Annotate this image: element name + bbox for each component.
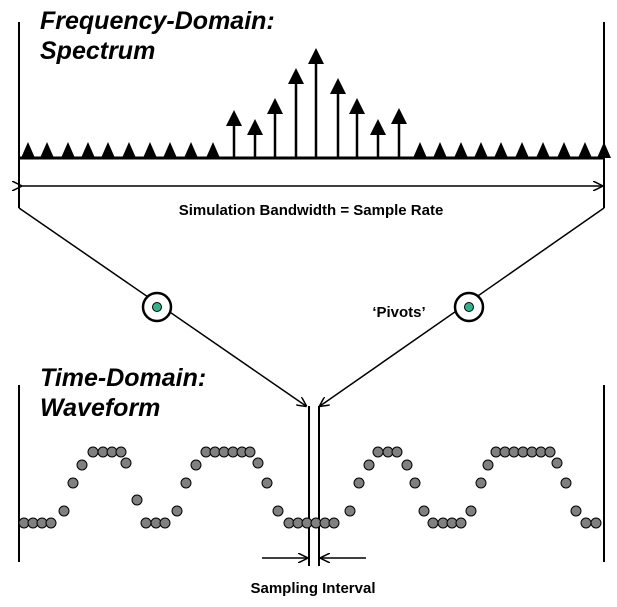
noise-floor-marker <box>433 142 447 158</box>
waveform-sample-point <box>482 459 494 471</box>
noise-floor-marker <box>101 142 115 158</box>
waveform-samples <box>18 446 602 529</box>
waveform-sample-point <box>76 459 88 471</box>
waveform-sample-point <box>344 505 356 517</box>
spectral-line-arrowhead <box>247 119 263 135</box>
waveform-sample-point <box>570 505 582 517</box>
bandwidth-label: Simulation Bandwidth = Sample Rate <box>179 202 444 219</box>
spectral-line-arrowhead <box>391 108 407 124</box>
noise-floor-marker <box>474 142 488 158</box>
waveform-sample-point <box>590 517 602 529</box>
spectral-line-arrowhead <box>288 68 304 84</box>
waveform-sample-point <box>190 459 202 471</box>
waveform-sample-point <box>372 446 384 458</box>
waveform-sample-point <box>120 457 132 469</box>
noise-floor-marker <box>81 142 95 158</box>
waveform-sample-point <box>131 494 143 506</box>
noise-floor-marker <box>578 142 592 158</box>
waveform-sample-point <box>171 505 183 517</box>
waveform-sample-point <box>401 459 413 471</box>
noise-floor-marker <box>143 142 157 158</box>
spectral-line-arrowhead <box>349 98 365 114</box>
waveform-sample-point <box>465 505 477 517</box>
spectrum-noise-floor <box>21 142 611 158</box>
waveform-sample-point <box>244 446 256 458</box>
noise-floor-marker <box>61 142 75 158</box>
noise-floor-marker <box>21 142 35 158</box>
waveform-sample-point <box>363 459 375 471</box>
waveform-sample-point <box>252 457 264 469</box>
frequency-title-line-1: Frequency-Domain: <box>40 7 275 35</box>
waveform-sample-point <box>353 477 365 489</box>
waveform-sample-point <box>115 446 127 458</box>
waveform-sample-point <box>391 446 403 458</box>
waveform-sample-point <box>418 505 430 517</box>
waveform-sample-point <box>272 505 284 517</box>
waveform-sample-point <box>544 446 556 458</box>
waveform-sample-point <box>328 517 340 529</box>
noise-floor-marker <box>40 142 54 158</box>
waveform-sample-point <box>140 517 152 529</box>
waveform-sample-point <box>475 477 487 489</box>
spectral-line-arrowhead <box>370 119 386 135</box>
noise-floor-marker <box>184 142 198 158</box>
spectral-line-arrowhead <box>330 78 346 94</box>
noise-floor-marker <box>454 142 468 158</box>
noise-floor-marker <box>494 142 508 158</box>
noise-floor-marker <box>536 142 550 158</box>
noise-floor-marker <box>597 142 611 158</box>
noise-floor-marker <box>206 142 220 158</box>
waveform-sample-point <box>67 477 79 489</box>
spectral-line-arrowhead <box>226 110 242 126</box>
waveform-sample-point <box>58 505 70 517</box>
left-pivot <box>141 291 173 323</box>
waveform-sample-point <box>45 517 57 529</box>
noise-floor-marker <box>515 142 529 158</box>
noise-floor-marker <box>163 142 177 158</box>
frequency-title-line-2: Spectrum <box>40 37 156 65</box>
sampling-interval-label: Sampling Interval <box>250 580 375 597</box>
time-title-line-2: Waveform <box>40 394 161 422</box>
spectral-line-arrowhead <box>267 98 283 114</box>
waveform-sample-point <box>580 517 592 529</box>
waveform-sample-point <box>261 477 273 489</box>
spectrum-tones <box>226 48 407 158</box>
waveform-sample-point <box>551 457 563 469</box>
waveform-sample-point <box>180 477 192 489</box>
noise-floor-marker <box>413 142 427 158</box>
right-pivot <box>453 291 485 323</box>
waveform-sample-point <box>455 517 467 529</box>
waveform-sample-point <box>159 517 171 529</box>
frequency-domain-title: Frequency-Domain: Spectrum <box>40 6 275 66</box>
noise-floor-marker <box>557 142 571 158</box>
time-title-line-1: Time-Domain: <box>40 364 207 392</box>
pivots-label: ‘Pivots’ <box>372 304 425 321</box>
waveform-sample-point <box>409 477 421 489</box>
noise-floor-marker <box>122 142 136 158</box>
waveform-sample-point <box>87 446 99 458</box>
time-domain-title: Time-Domain: Waveform <box>40 363 206 423</box>
waveform-sample-point <box>560 477 572 489</box>
waveform-sample-point <box>427 517 439 529</box>
spectral-line-arrowhead <box>308 48 324 64</box>
